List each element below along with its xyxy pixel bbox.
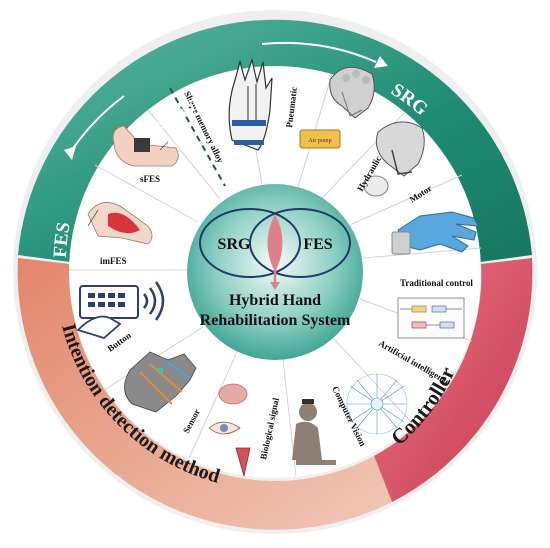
- center-title-line2: Rehabilitation System: [200, 312, 351, 329]
- arrow-to-srg-head: [374, 56, 388, 68]
- actuation-ring-band: [18, 19, 532, 262]
- overlap-lens: [267, 214, 283, 272]
- srg-ellipse: [199, 208, 301, 278]
- neural-network-icon: [346, 373, 408, 435]
- motor-hand-icon: [391, 211, 479, 255]
- label-traditional-control: Traditional control: [400, 278, 473, 288]
- label-imfes: imFES: [100, 256, 127, 266]
- controller-ring-band: [374, 258, 533, 502]
- traditional-control-diagram-icon: [397, 297, 465, 339]
- arrow-to-fes-head: [64, 146, 76, 160]
- shape-memory-alloy-glove-icon: [228, 57, 273, 151]
- center-title-line1: Hybrid Hand: [229, 292, 321, 309]
- ring-label-fes: FES: [50, 221, 75, 259]
- hydraulic-glove-icon: [363, 121, 425, 197]
- center-srg-label: SRG: [218, 236, 251, 253]
- biological-signal-icon: [208, 383, 251, 477]
- computer-vision-user-icon: [292, 399, 336, 465]
- intention-ring-band: [17, 258, 393, 530]
- air-pump-icon: Air pump: [299, 129, 341, 149]
- fes-ellipse: [249, 208, 351, 278]
- center-fes-label: FES: [303, 236, 332, 253]
- air-pump-label: Air pump: [308, 138, 331, 144]
- button-keypad-icon: [76, 285, 139, 340]
- wireless-signal-icon: [143, 281, 165, 321]
- overlap-arrow-head: [270, 282, 280, 290]
- label-pneumatic: Pneumatic: [284, 86, 299, 128]
- pneumatic-glove-icon: [329, 66, 375, 119]
- sensor-glove-icon: [124, 351, 197, 413]
- imfes-arm-icon: [87, 202, 153, 245]
- arrow-to-srg: [261, 41, 377, 63]
- actuation-dashed-divider: [169, 87, 226, 187]
- label-sfes: sFES: [140, 174, 160, 184]
- sfes-arm-icon: [112, 125, 179, 167]
